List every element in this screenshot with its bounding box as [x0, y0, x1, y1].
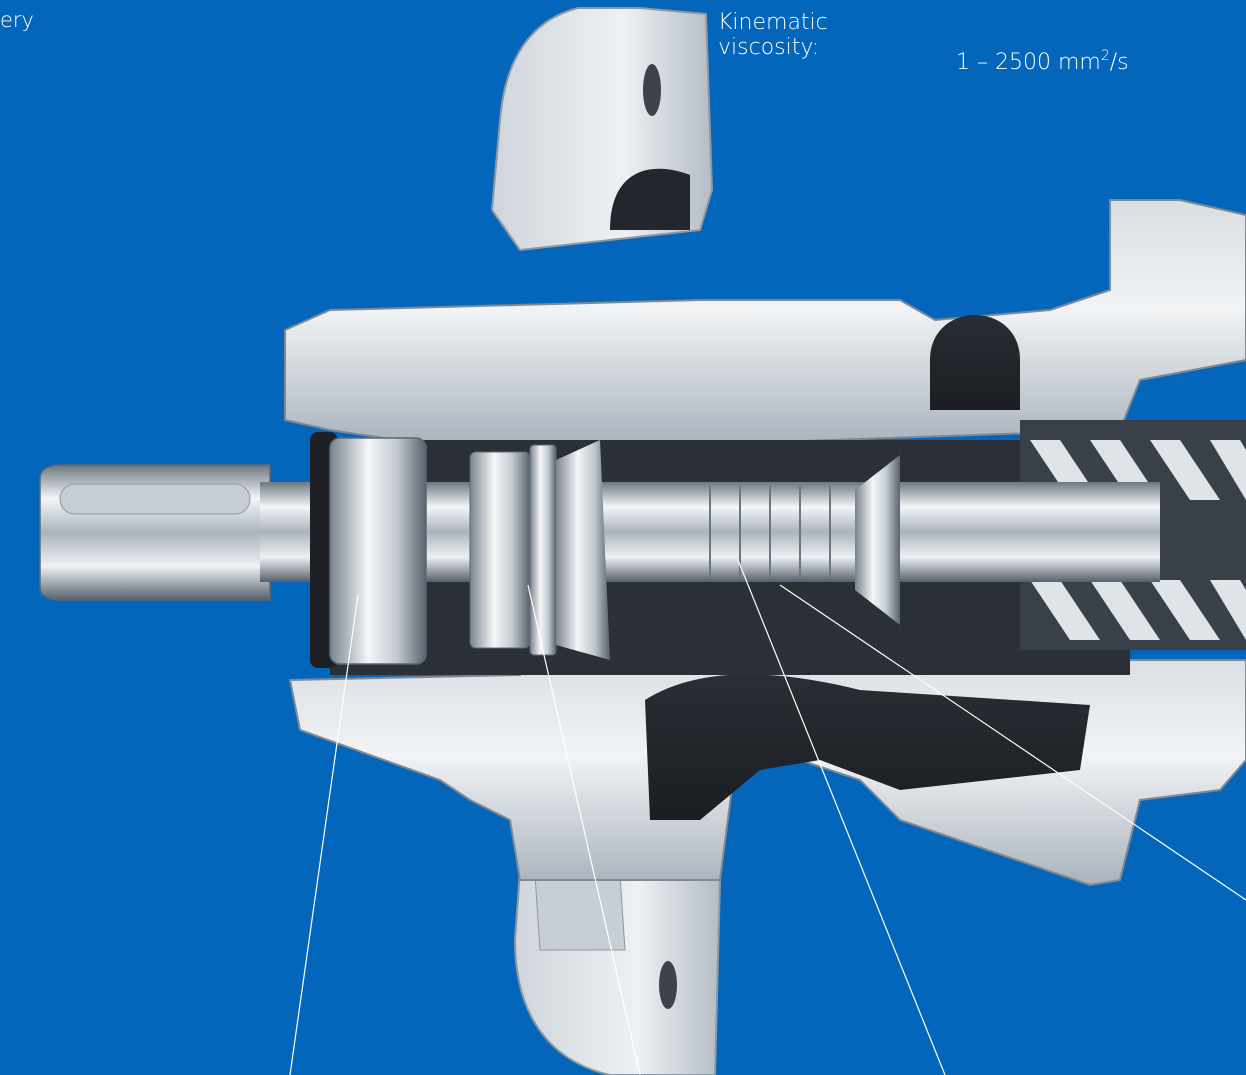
housing-lower-cavity	[645, 674, 1090, 820]
shaft-seal-ring-2	[529, 444, 557, 656]
lower-flange-step	[534, 874, 626, 951]
shaft-seal-cone-2	[855, 455, 900, 625]
spec-label: Kinematic viscosity:	[718, 10, 828, 60]
callout-lines	[289, 559, 1246, 1075]
shaft-seal-cone-1	[556, 440, 610, 660]
upper-flange-cavity	[610, 168, 690, 230]
spec-label-line-2: viscosity:	[718, 35, 820, 60]
spec-value: 1 – 2500 mm2/s	[956, 44, 1129, 75]
spec-label-line-1: Kinematic	[718, 10, 828, 35]
upper-flange-bolt-hole	[643, 64, 661, 116]
ball-bearing	[329, 437, 427, 665]
lower-flange-bolt-hole	[659, 961, 677, 1009]
callout-line-seal	[527, 584, 641, 1075]
callout-line-housing	[779, 584, 1246, 901]
spec-value-prefix: 1 – 2500 mm	[956, 50, 1101, 75]
intro-text-fragment: ery	[0, 8, 34, 32]
spec-value-exponent: 2	[1100, 48, 1110, 64]
callout-line-bearing	[289, 594, 359, 1075]
housing-upper-arch	[930, 315, 1020, 410]
callout-line-shaft	[737, 559, 946, 1075]
housing-upper	[284, 199, 1246, 446]
spec-value-suffix: /s	[1109, 50, 1129, 75]
shaft-grooves	[709, 486, 831, 578]
shaft-seal-ring-1	[469, 451, 531, 649]
drive-shaft-key-slot	[59, 483, 251, 515]
